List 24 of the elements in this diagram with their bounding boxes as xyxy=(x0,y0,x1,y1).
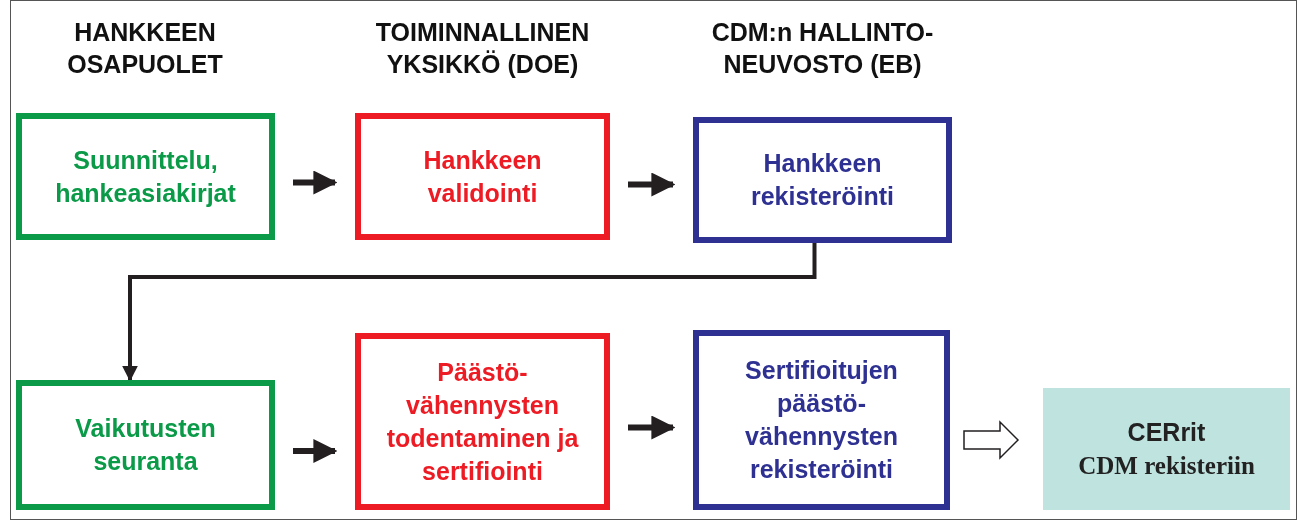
box-text: Vaikutusten seuranta xyxy=(74,413,217,477)
box-text: Hankkeen rekisteröinti xyxy=(749,148,896,212)
box-text: CERrit xyxy=(1127,417,1206,448)
box-text: Suunnittelu, hankeasiakirjat xyxy=(54,144,237,209)
process-box xyxy=(16,113,275,240)
arrow xyxy=(628,172,676,197)
box-text: Päästö-vähennysten todentaminen ja sertifiointi xyxy=(385,356,580,487)
process-box xyxy=(355,113,610,240)
arrow xyxy=(293,439,338,463)
box-text: Hankkeen validointi xyxy=(422,144,543,209)
column-heading: CDM:n HALLINTO-NEUVOSTO (EB) xyxy=(710,17,935,80)
arrow xyxy=(628,415,676,440)
process-box xyxy=(693,117,952,243)
result-box xyxy=(1043,388,1290,510)
arrow xyxy=(122,243,817,382)
column-heading: TOIMINNALLINEN YKSIKKÖ (DOE) xyxy=(374,17,591,80)
process-box xyxy=(355,333,610,510)
hollow-arrow xyxy=(963,420,1020,460)
column-heading: HANKKEEN OSAPUOLET xyxy=(66,17,224,80)
process-box xyxy=(16,380,275,510)
box-text: Sertifioitujen päästö-vähennysten rekisteröinti xyxy=(744,355,899,485)
arrow xyxy=(293,170,338,195)
process-box xyxy=(693,330,950,510)
box-text: CDM rekisteriin xyxy=(1078,451,1255,481)
